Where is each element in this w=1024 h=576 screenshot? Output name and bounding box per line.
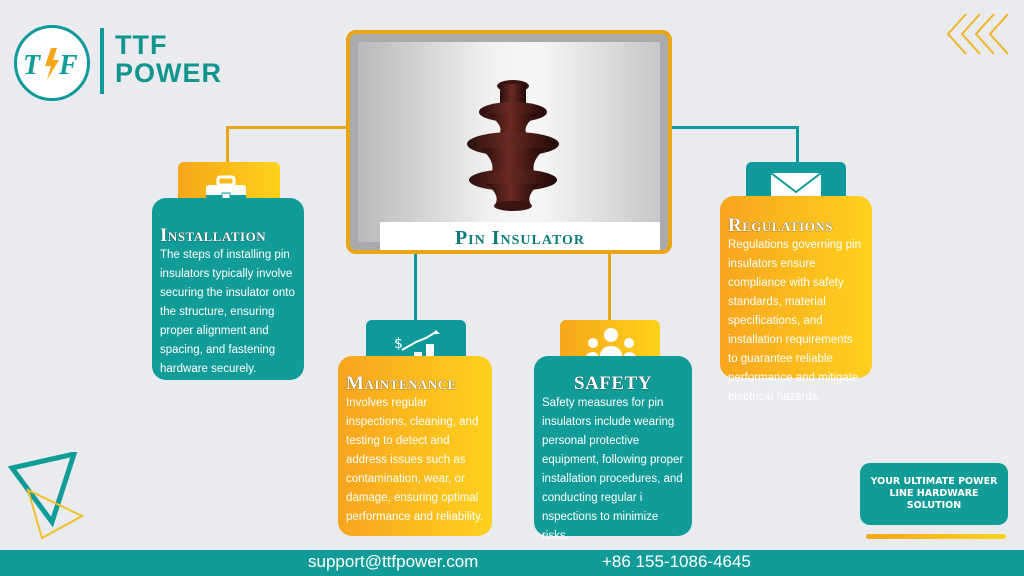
product-card: Pin Insulator: [346, 30, 672, 254]
triangle-decoration-icon: [8, 452, 85, 540]
regulations-text: Regulations governing pin insulators ens…: [728, 239, 861, 403]
safety-text: Safety measures for pin insulators inclu…: [542, 397, 684, 542]
maintenance-tab: [366, 320, 466, 356]
pin-insulator-image: [467, 80, 559, 211]
footer-bar: support@ttfpower.com +86 155-1086-4645: [0, 550, 1024, 576]
product-title: Pin Insulator: [380, 222, 660, 250]
connector-safety: [608, 254, 611, 322]
installation-title: Installation: [160, 225, 267, 246]
connector-installation-v: [226, 126, 229, 166]
brand-logo[interactable]: T F: [14, 25, 90, 101]
brand-name-line2: POWER: [115, 58, 223, 88]
chevron-decoration-icon: [946, 13, 1009, 55]
logo-divider: [100, 28, 104, 94]
dollar-sign: $: [394, 336, 403, 352]
safety-title: SAFETY: [574, 373, 652, 394]
svg-text:T: T: [23, 50, 42, 81]
maintenance-text: Involves regular inspections, cleaning, …: [346, 397, 484, 523]
regulations-title: Regulations: [728, 215, 833, 236]
maintenance-title: Maintenance: [346, 373, 457, 394]
connector-regulations-v: [796, 126, 799, 164]
tagline-underline: [866, 534, 1006, 539]
connector-installation-h: [226, 126, 348, 129]
installation-card: Installation The steps of installing pin…: [152, 198, 304, 380]
footer-phone[interactable]: +86 155-1086-4645: [602, 552, 751, 571]
svg-text:F: F: [58, 50, 78, 81]
logo-bolt-icon: T F: [23, 48, 78, 81]
safety-card: SAFETY Safety measures for pin insulator…: [534, 356, 692, 542]
installation-text: The steps of installing pin insulators t…: [160, 249, 295, 375]
connector-regulations-h: [672, 126, 798, 129]
tagline-badge: YOUR ULTIMATE POWER LINE HARDWARE SOLUTI…: [860, 463, 1008, 525]
footer-email[interactable]: support@ttfpower.com: [308, 552, 479, 571]
brand-name-line1: TTF: [115, 30, 168, 60]
maintenance-card: Maintenance Involves regular inspections…: [338, 356, 492, 536]
connector-maintenance: [414, 254, 417, 322]
regulations-card: Regulations Regulations governing pin in…: [720, 196, 872, 403]
